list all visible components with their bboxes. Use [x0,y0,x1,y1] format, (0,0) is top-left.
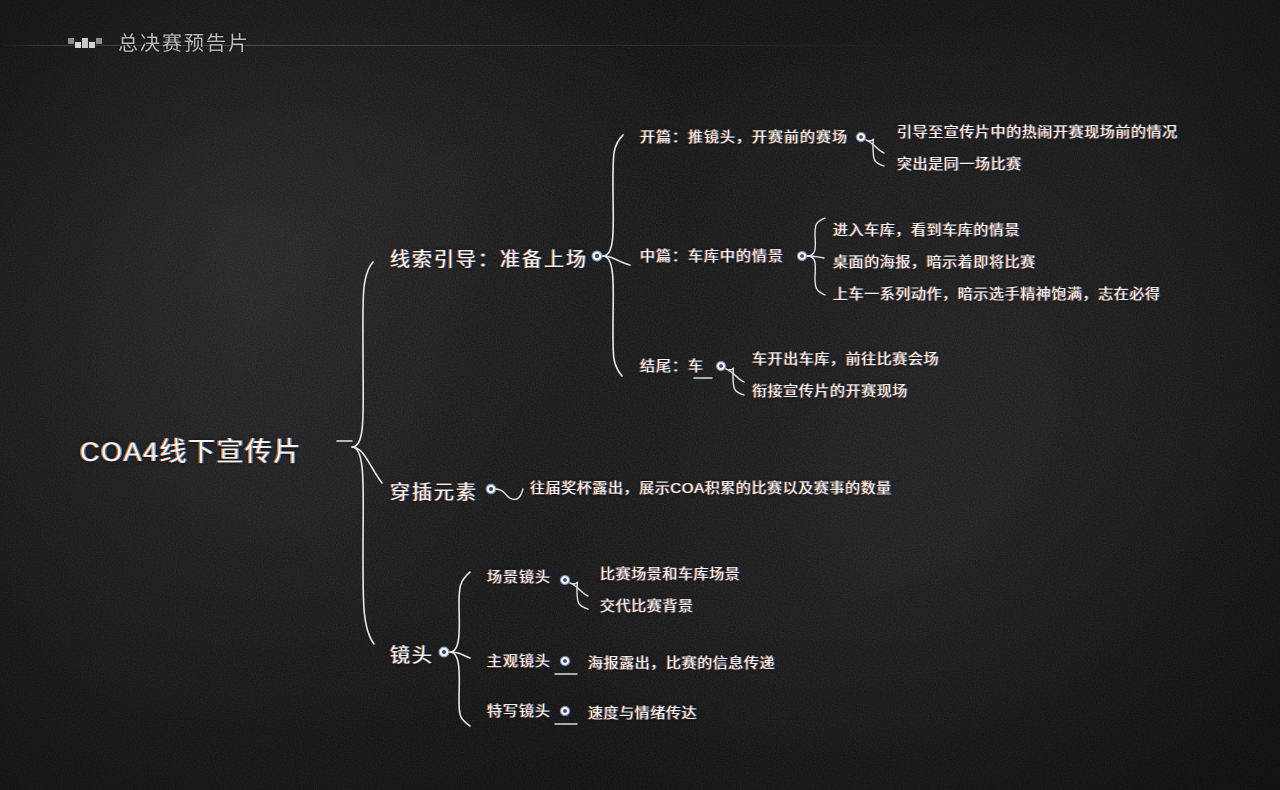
leaf-opening-2[interactable]: 突出是同一场比赛 [897,156,1022,173]
leaf-middle-1[interactable]: 进入车库，看到车库的情景 [833,222,1021,239]
mindmap-root-node[interactable]: COA4线下宣传片 [80,437,303,467]
leaf-scene-shot-1[interactable]: 比赛场景和车库场景 [600,566,741,583]
subnode-ending[interactable]: 结尾：车 [640,358,705,375]
leaf-interlude-1[interactable]: 往届奖杯露出，展示COA积累的比赛以及赛事的数量 [530,480,892,497]
leaf-middle-2[interactable]: 桌面的海报，暗示着即将比赛 [833,254,1036,271]
header-title: 总决赛预告片 [118,33,250,55]
branch-node-interlude-elements[interactable]: 穿插元素 [390,482,478,504]
subnode-subjective-shot[interactable]: 主观镜头 [487,653,552,670]
subnode-scene-shot[interactable]: 场景镜头 [487,569,552,586]
subnode-opening[interactable]: 开篇：推镜头，开赛前的赛场 [640,129,849,146]
subnode-closeup-shot[interactable]: 特写镜头 [487,703,552,720]
leaf-opening-1[interactable]: 引导至宣传片中的热闹开赛现场前的情况 [897,124,1178,141]
leaf-ending-2[interactable]: 衔接宣传片的开赛现场 [752,383,909,400]
w-blocks-icon [68,38,102,48]
leaf-closeup-shot-1[interactable]: 速度与情绪传达 [588,705,698,722]
leaf-scene-shot-2[interactable]: 交代比赛背景 [600,598,694,615]
leaf-subjective-shot-1[interactable]: 海报露出，比赛的信息传递 [588,655,776,672]
branch-node-shots[interactable]: 镜头 [390,645,434,667]
subnode-middle[interactable]: 中篇：车库中的情景 [640,248,785,265]
leaf-ending-1[interactable]: 车开出车库，前往比赛会场 [752,351,940,368]
leaf-middle-3[interactable]: 上车一系列动作，暗示选手精神饱满，志在必得 [833,286,1161,303]
branch-node-clue-guide[interactable]: 线索引导：准备上场 [390,249,588,271]
